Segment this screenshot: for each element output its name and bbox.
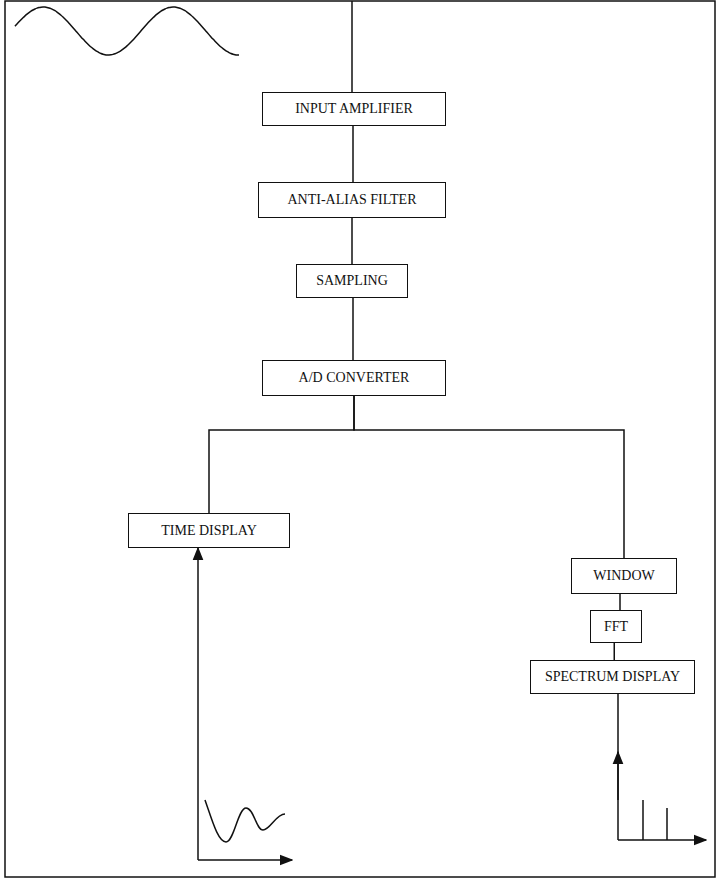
signal-line	[352, 126, 354, 182]
process-box: WINDOW	[571, 558, 677, 594]
time-waveform	[205, 800, 285, 842]
time-output-line	[197, 548, 199, 780]
box-label: SPECTRUM DISPLAY	[545, 669, 680, 684]
process-box: INPUT AMPLIFIER	[262, 92, 446, 126]
process-box: ANTI-ALIAS FILTER	[258, 182, 446, 218]
process-box: FFT	[590, 610, 642, 643]
input-line	[351, 1, 353, 92]
spectral-line	[642, 800, 644, 840]
signal-line	[354, 396, 624, 558]
box-label: SAMPLING	[316, 273, 388, 288]
box-label: WINDOW	[593, 568, 654, 583]
box-label: INPUT AMPLIFIER	[295, 101, 413, 116]
process-box: A/D CONVERTER	[262, 360, 446, 396]
box-label: TIME DISPLAY	[161, 523, 257, 538]
signal-line	[619, 594, 621, 610]
signal-line	[209, 396, 354, 513]
signal-line	[351, 218, 353, 264]
process-box: SAMPLING	[296, 264, 408, 298]
frequency-axis	[618, 839, 706, 841]
spectral-line	[666, 808, 668, 840]
signal-line	[614, 643, 616, 660]
box-label: FFT	[604, 619, 628, 634]
box-label: ANTI-ALIAS FILTER	[288, 192, 417, 207]
amplitude-axis	[197, 780, 199, 860]
process-box: TIME DISPLAY	[128, 513, 290, 548]
frame	[5, 1, 715, 877]
spectrum-output-line	[617, 694, 619, 840]
process-box: SPECTRUM DISPLAY	[530, 660, 695, 694]
signal-line	[352, 298, 354, 360]
input-waveform	[15, 7, 239, 55]
magnitude-axis	[617, 752, 619, 800]
box-label: A/D CONVERTER	[299, 370, 410, 385]
time-axis	[198, 859, 292, 861]
